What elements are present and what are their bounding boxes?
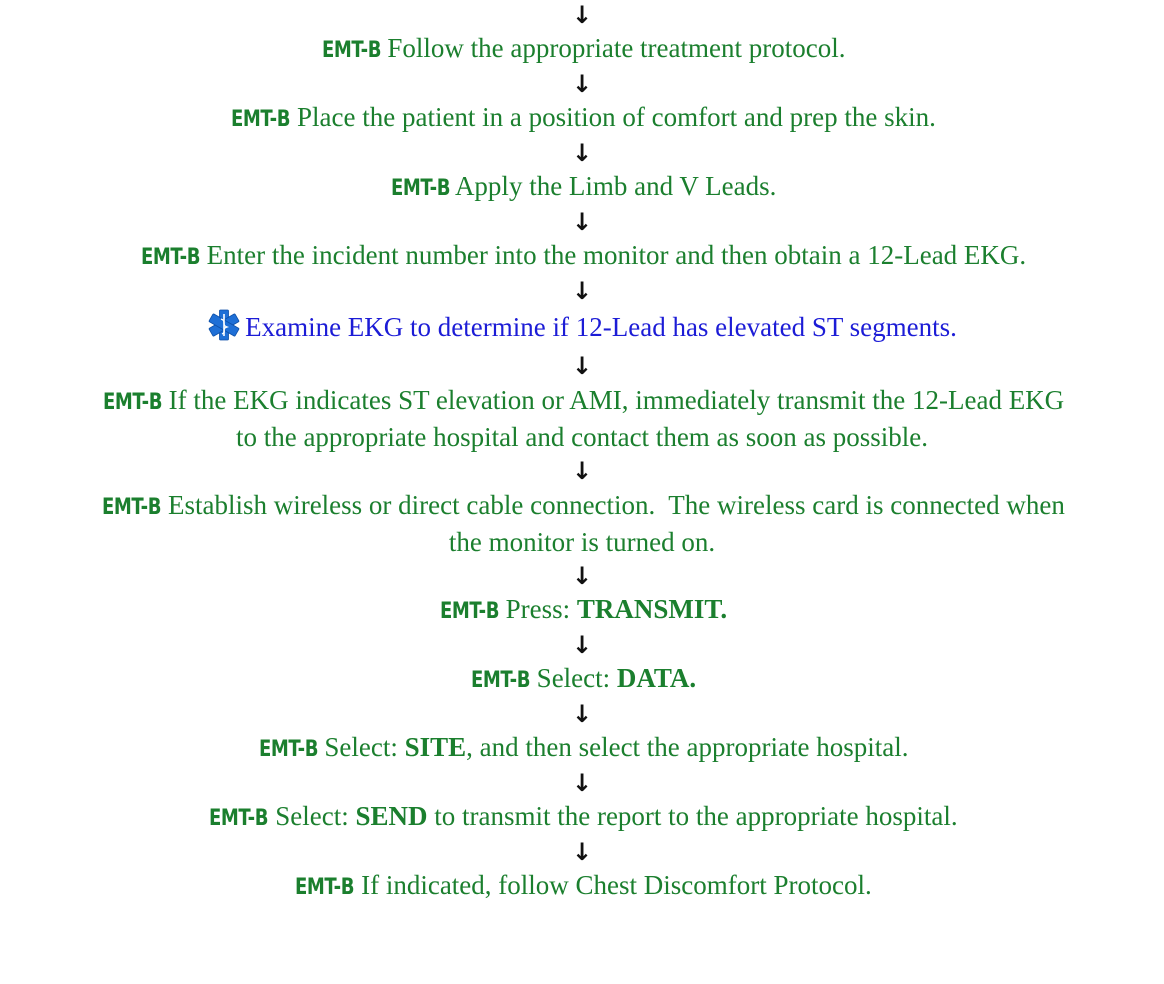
step-text: Examine EKG to determine if 12-Lead has … <box>245 312 957 342</box>
star-of-life-icon <box>207 308 241 349</box>
step-1: EMT-B Follow the appropriate treatment p… <box>0 32 1164 67</box>
emt-b-badge: EMT-B <box>102 390 163 415</box>
emt-b-badge: EMT-B <box>390 176 451 201</box>
down-arrow-icon: ↓ <box>571 277 593 305</box>
emt-b-badge: EMT-B <box>321 38 381 63</box>
step-text: Place the patient in a position of comfo… <box>297 102 936 132</box>
emt-b-badge: EMT-B <box>209 806 269 831</box>
down-arrow-icon: ↓ <box>571 139 593 167</box>
down-arrow-icon: ↓ <box>571 769 593 797</box>
step-6: EMT-B If the EKG indicates ST elevation … <box>0 383 1164 454</box>
step-text-line-2: to the appropriate hospital and contact … <box>235 422 929 452</box>
step-11: EMT-B Select: SEND to transmit the repor… <box>0 800 1164 835</box>
step-suffix: , and then select the appropriate hospit… <box>466 732 909 762</box>
down-arrow-icon: ↓ <box>571 562 593 590</box>
down-arrow-icon: ↓ <box>571 70 593 98</box>
emt-b-badge: EMT-B <box>258 737 318 762</box>
step-text: Apply the Limb and V Leads. <box>454 171 777 201</box>
down-arrow-icon: ↓ <box>571 1 593 29</box>
emt-b-badge: EMT-B <box>295 875 355 900</box>
step-text: If indicated, follow Chest Discomfort Pr… <box>361 870 872 900</box>
step-keyword: SITE <box>404 732 467 762</box>
step-2: EMT-B Place the patient in a position of… <box>0 101 1164 136</box>
step-12: EMT-B If indicated, follow Chest Discomf… <box>0 869 1164 904</box>
down-arrow-icon: ↓ <box>571 457 593 485</box>
step-9: EMT-B Select: DATA. <box>0 662 1164 697</box>
emt-b-badge: EMT-B <box>231 107 291 132</box>
down-arrow-icon: ↓ <box>571 352 593 380</box>
step-prefix: Select: <box>324 732 405 762</box>
step-8: EMT-B Press: TRANSMIT. <box>0 593 1164 628</box>
down-arrow-icon: ↓ <box>571 838 593 866</box>
step-7: EMT-B Establish wireless or direct cable… <box>0 488 1164 559</box>
step-keyword: TRANSMIT. <box>576 594 728 624</box>
step-keyword: DATA. <box>616 663 697 693</box>
down-arrow-icon: ↓ <box>571 700 593 728</box>
step-keyword: SEND <box>355 801 428 831</box>
step-5: Examine EKG to determine if 12-Lead has … <box>0 308 1164 349</box>
emt-b-badge: EMT-B <box>140 245 201 270</box>
step-text: Enter the incident number into the monit… <box>206 240 1027 270</box>
down-arrow-icon: ↓ <box>571 208 593 236</box>
step-text-line-1: Establish wireless or direct cable conne… <box>167 490 1065 520</box>
step-prefix: Select: <box>536 663 617 693</box>
down-arrow-icon: ↓ <box>571 631 593 659</box>
step-text-line-2: the monitor is turned on. <box>448 527 716 557</box>
step-prefix: Select: <box>275 801 356 831</box>
step-4: EMT-B Enter the incident number into the… <box>0 239 1164 274</box>
protocol-flowchart: ↓ EMT-B Follow the appropriate treatment… <box>0 1 1164 904</box>
emt-b-badge: EMT-B <box>439 599 500 624</box>
emt-b-badge: EMT-B <box>470 668 531 693</box>
step-suffix: to transmit the report to the appropriat… <box>427 801 958 831</box>
step-3: EMT-B Apply the Limb and V Leads. <box>0 170 1164 205</box>
emt-b-badge: EMT-B <box>102 495 162 520</box>
step-prefix: Press: <box>505 594 577 624</box>
step-text-line-1: If the EKG indicates ST elevation or AMI… <box>168 385 1065 415</box>
step-10: EMT-B Select: SITE, and then select the … <box>0 731 1164 766</box>
step-text: Follow the appropriate treatment protoco… <box>387 33 846 63</box>
